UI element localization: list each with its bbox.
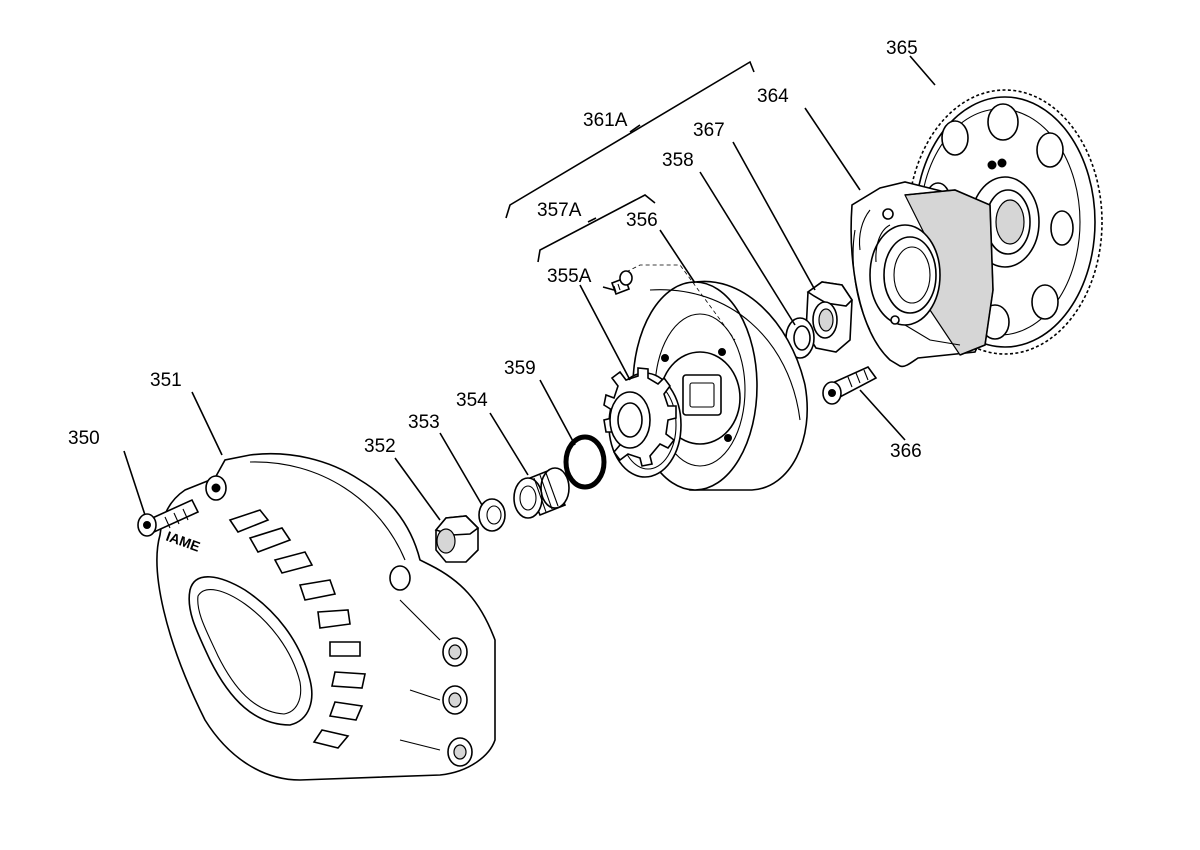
callout-355a: 355A bbox=[547, 266, 592, 287]
callout-359: 359 bbox=[504, 358, 536, 379]
callout-354: 354 bbox=[456, 390, 488, 411]
leader-lines bbox=[123, 55, 936, 521]
part-366-bolt bbox=[822, 366, 878, 405]
part-352-nut bbox=[434, 515, 480, 563]
part-354-needle-bearing bbox=[513, 467, 570, 519]
callout-367: 367 bbox=[693, 120, 725, 141]
callout-352: 352 bbox=[364, 436, 396, 457]
callout-365: 365 bbox=[886, 38, 918, 59]
part-353-washer bbox=[478, 498, 506, 532]
callout-364: 364 bbox=[757, 86, 789, 107]
part-355a-sprocket bbox=[603, 367, 682, 478]
callout-358: 358 bbox=[662, 150, 694, 171]
part-367-nut bbox=[805, 281, 854, 353]
callout-labels: 350 351 352 353 354 355A 356 357A 358 35… bbox=[68, 38, 922, 462]
callout-361a: 361A bbox=[583, 110, 628, 131]
part-351-clutch-cover: IAME bbox=[156, 452, 496, 781]
callout-357a: 357A bbox=[537, 200, 582, 221]
callout-356: 356 bbox=[626, 210, 658, 231]
callout-350: 350 bbox=[68, 428, 100, 449]
part-350-bolt bbox=[137, 498, 200, 537]
callout-353: 353 bbox=[408, 412, 440, 433]
part-355a-screw bbox=[610, 270, 633, 296]
part-359-o-ring bbox=[563, 434, 607, 490]
callout-351: 351 bbox=[150, 370, 182, 391]
callout-366: 366 bbox=[890, 441, 922, 462]
part-364-clutch-shoes bbox=[850, 181, 994, 368]
